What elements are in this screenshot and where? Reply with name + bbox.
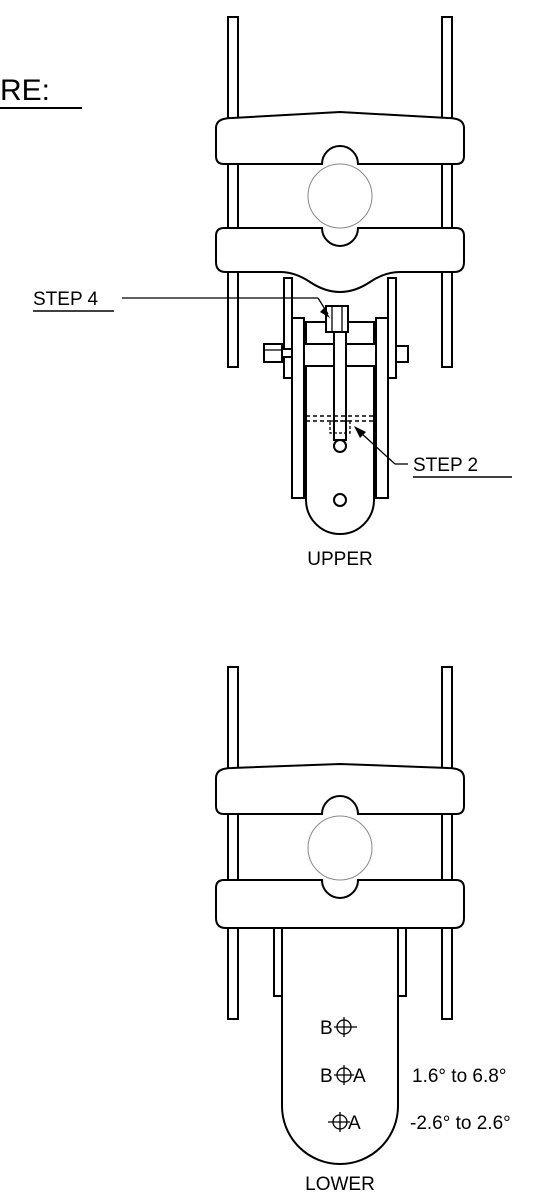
upper-hidden-nut [329, 420, 351, 434]
upper-left-side-nut [263, 343, 283, 363]
lower-pipe-circle [307, 815, 373, 881]
upper-left-side-bolt [281, 348, 293, 358]
lower-assembly: B B A A 1.6° to 6.8° -2.6° to 2.6° LOWER [215, 666, 511, 1195]
step4-arrowhead [320, 308, 330, 318]
header-title: RE: [0, 74, 50, 107]
upper-left-bracket-plate [291, 317, 305, 499]
upper-right-side-plate [387, 277, 397, 379]
upper-center-bolt [333, 329, 347, 441]
upper-assembly: STEP 4 STEP 2 UPPER [33, 16, 512, 570]
upper-caption: UPPER [307, 549, 372, 570]
step2-leader [359, 431, 396, 465]
lower-bottom-clamp [215, 879, 465, 929]
upper-right-side-nut [395, 345, 409, 363]
lower-hole-mid-b-label: B [320, 1066, 333, 1087]
step2-label: STEP 2 [413, 455, 478, 476]
lower-hanger-strap [281, 927, 399, 1165]
range-mid-label: 1.6° to 6.8° [412, 1066, 506, 1087]
upper-pipe-circle [307, 163, 373, 229]
header: RE: [0, 74, 82, 109]
step4-label: STEP 4 [33, 289, 99, 310]
upper-left-rod [227, 16, 239, 368]
upper-top-clamp [215, 110, 465, 165]
lower-left-side-plate [273, 927, 283, 997]
step2-arrowhead [354, 426, 366, 438]
upper-left-side-plate [283, 277, 293, 379]
upper-right-bracket-plate [375, 317, 389, 499]
upper-bottom-clamp [215, 227, 465, 294]
lower-right-rod [441, 666, 453, 1020]
lower-hole-mid-a-label: A [353, 1066, 366, 1087]
lower-top-clamp [215, 762, 465, 815]
upper-top-nut [325, 305, 349, 333]
lower-left-rod [227, 666, 239, 1020]
range-bottom-label: -2.6° to 2.6° [410, 1113, 511, 1134]
upper-strap-hole-2 [333, 493, 347, 507]
lower-right-side-plate [397, 927, 407, 997]
step4-leader-tail [317, 297, 329, 315]
lower-hole-a-bottom-label: A [348, 1113, 361, 1134]
lower-hole-b-top-label: B [320, 1018, 333, 1039]
lower-caption: LOWER [305, 1174, 375, 1195]
upper-right-rod [441, 16, 453, 368]
upper-strap-hole-1 [333, 439, 347, 453]
